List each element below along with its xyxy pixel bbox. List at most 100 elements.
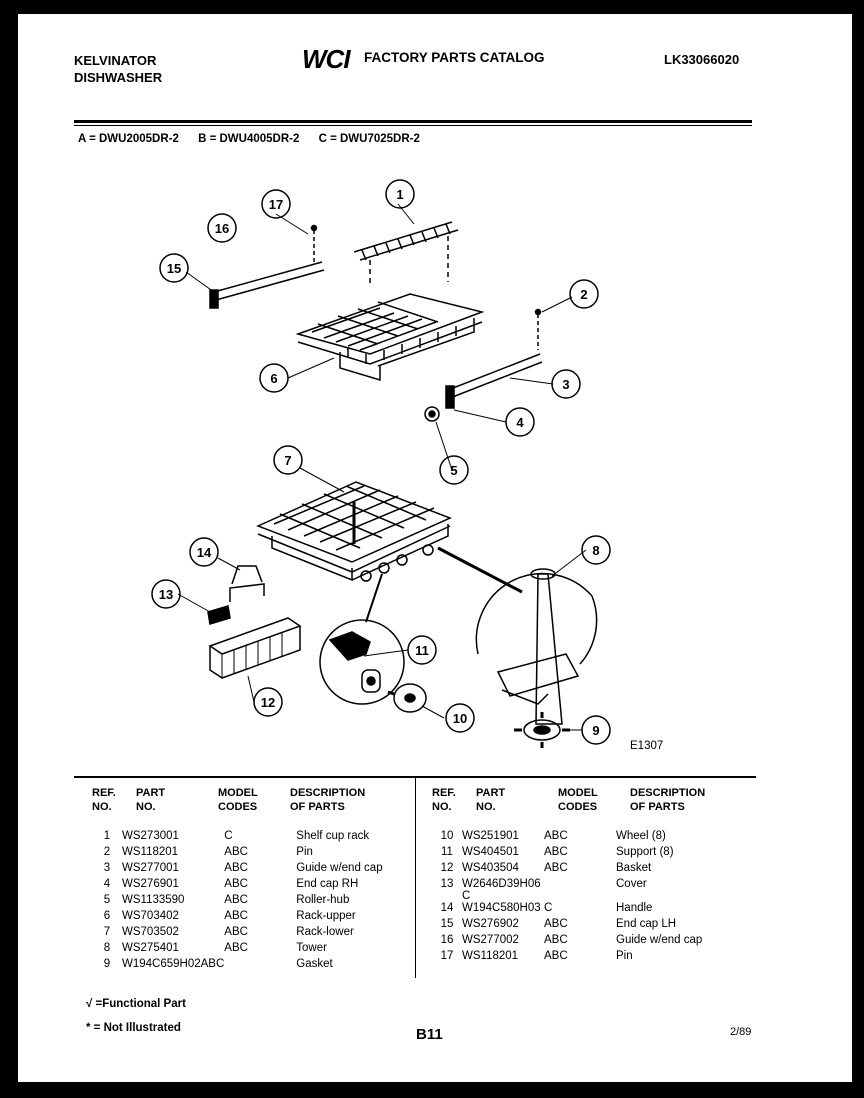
catalog-title: FACTORY PARTS CATALOG [364, 50, 545, 65]
brand-block: KELVINATOR DISHWASHER [74, 52, 162, 86]
callout-4: 4 [516, 415, 524, 430]
table-divider [74, 776, 756, 778]
table-column-separator [415, 778, 416, 978]
part-number-cell: W194C580H03 [462, 902, 541, 914]
description-cell: Tower [296, 942, 327, 954]
part-number-cell: WS703502 [122, 926, 179, 938]
part-number-cell: WS277002 [462, 934, 519, 946]
model-codes-cell: ABC [544, 918, 568, 930]
catalog-page: KELVINATOR DISHWASHER WCI FACTORY PARTS … [18, 14, 852, 1082]
ref-cell: 1 [103, 830, 111, 842]
callout-13: 13 [159, 587, 173, 602]
part-number-cell: WS703402 [122, 910, 179, 922]
model-codes-cell: ABC [224, 846, 248, 858]
support-detail-drawing [319, 619, 405, 705]
not-illustrated-note: * = Not Illustrated [86, 1022, 181, 1034]
ref-cell: 5 [103, 894, 111, 906]
model-list: A = DWU2005DR-2 B = DWU4005DR-2 C = DWU7… [78, 133, 436, 145]
part-number-cell: WS404501 [462, 846, 519, 858]
catalog-number: LK33066020 [664, 52, 740, 67]
description-cell: Pin [296, 846, 313, 858]
ref-cell: 4 [103, 878, 111, 890]
model-codes-cell: C [224, 830, 233, 842]
ref-cell: 2 [103, 846, 111, 858]
model-codes-cell [224, 958, 296, 974]
header-ref-left: REF.NO. [92, 787, 116, 813]
callout-3: 3 [562, 377, 569, 392]
ref-cell: 13 [440, 878, 454, 890]
callout-12: 12 [261, 695, 275, 710]
description-cell: Guide w/end cap [616, 934, 703, 946]
ref-cell: 12 [440, 862, 454, 874]
model-codes-cell: ABC [224, 942, 248, 954]
ref-cell: 17 [440, 950, 454, 962]
description-cell: Basket [616, 862, 652, 874]
description-cell: Handle [616, 902, 653, 914]
callout-17: 17 [269, 197, 283, 212]
upper-rack-drawing [295, 293, 485, 382]
part-number-cell: WS1133590 [122, 894, 185, 906]
callout-8: 8 [592, 543, 599, 558]
product-type: DISHWASHER [74, 70, 163, 85]
description-cell: Support (8) [616, 846, 674, 858]
model-a: A = DWU2005DR-2 [78, 133, 179, 145]
part-number-cell: W194C659H02ABC [122, 958, 225, 970]
part-number-cell: WS403504 [462, 862, 519, 874]
shelf-cup-rack-drawing [353, 221, 459, 284]
part-number-cell: WS275401 [122, 942, 179, 954]
lower-rack-drawing [256, 481, 523, 623]
description-cell: Rack-upper [296, 910, 356, 922]
model-b: B = DWU4005DR-2 [198, 133, 300, 145]
callout-10: 10 [453, 711, 467, 726]
part-number-cell: WS276901 [122, 878, 179, 890]
model-codes-cell: ABC [544, 950, 568, 962]
callout-14: 14 [197, 545, 212, 560]
wheel-drawing [387, 683, 427, 713]
catalog-date: 2/89 [730, 1026, 752, 1038]
callout-circles [151, 179, 611, 745]
description-cell: End cap RH [296, 878, 359, 890]
wci-logo: WCI [302, 44, 351, 74]
part-number-cell: W2646D39H06 C [462, 878, 541, 902]
ref-cell: 8 [103, 942, 111, 954]
ref-cell: 6 [103, 910, 111, 922]
guide-left-drawing [209, 224, 325, 309]
tower-detail-drawing [475, 568, 598, 725]
header-ref-right: REF.NO. [432, 787, 456, 813]
callout-15: 15 [167, 261, 181, 276]
description-cell: Rack-lower [296, 926, 354, 938]
ref-cell: 7 [103, 926, 111, 938]
leader-lines [177, 203, 587, 731]
model-codes-cell: C [544, 902, 553, 914]
model-codes-cell: ABC [224, 926, 248, 938]
callout-2: 2 [580, 287, 587, 302]
table-row: 8 WS275401 ABC Tower [92, 942, 426, 958]
ref-cell: 15 [440, 918, 454, 930]
diagram-code: E1307 [630, 740, 664, 752]
description-cell: Shelf cup rack [296, 830, 370, 842]
guide-right-drawing [424, 308, 543, 422]
page-number: B11 [416, 1026, 443, 1043]
part-number-cell: WS276902 [462, 918, 519, 930]
